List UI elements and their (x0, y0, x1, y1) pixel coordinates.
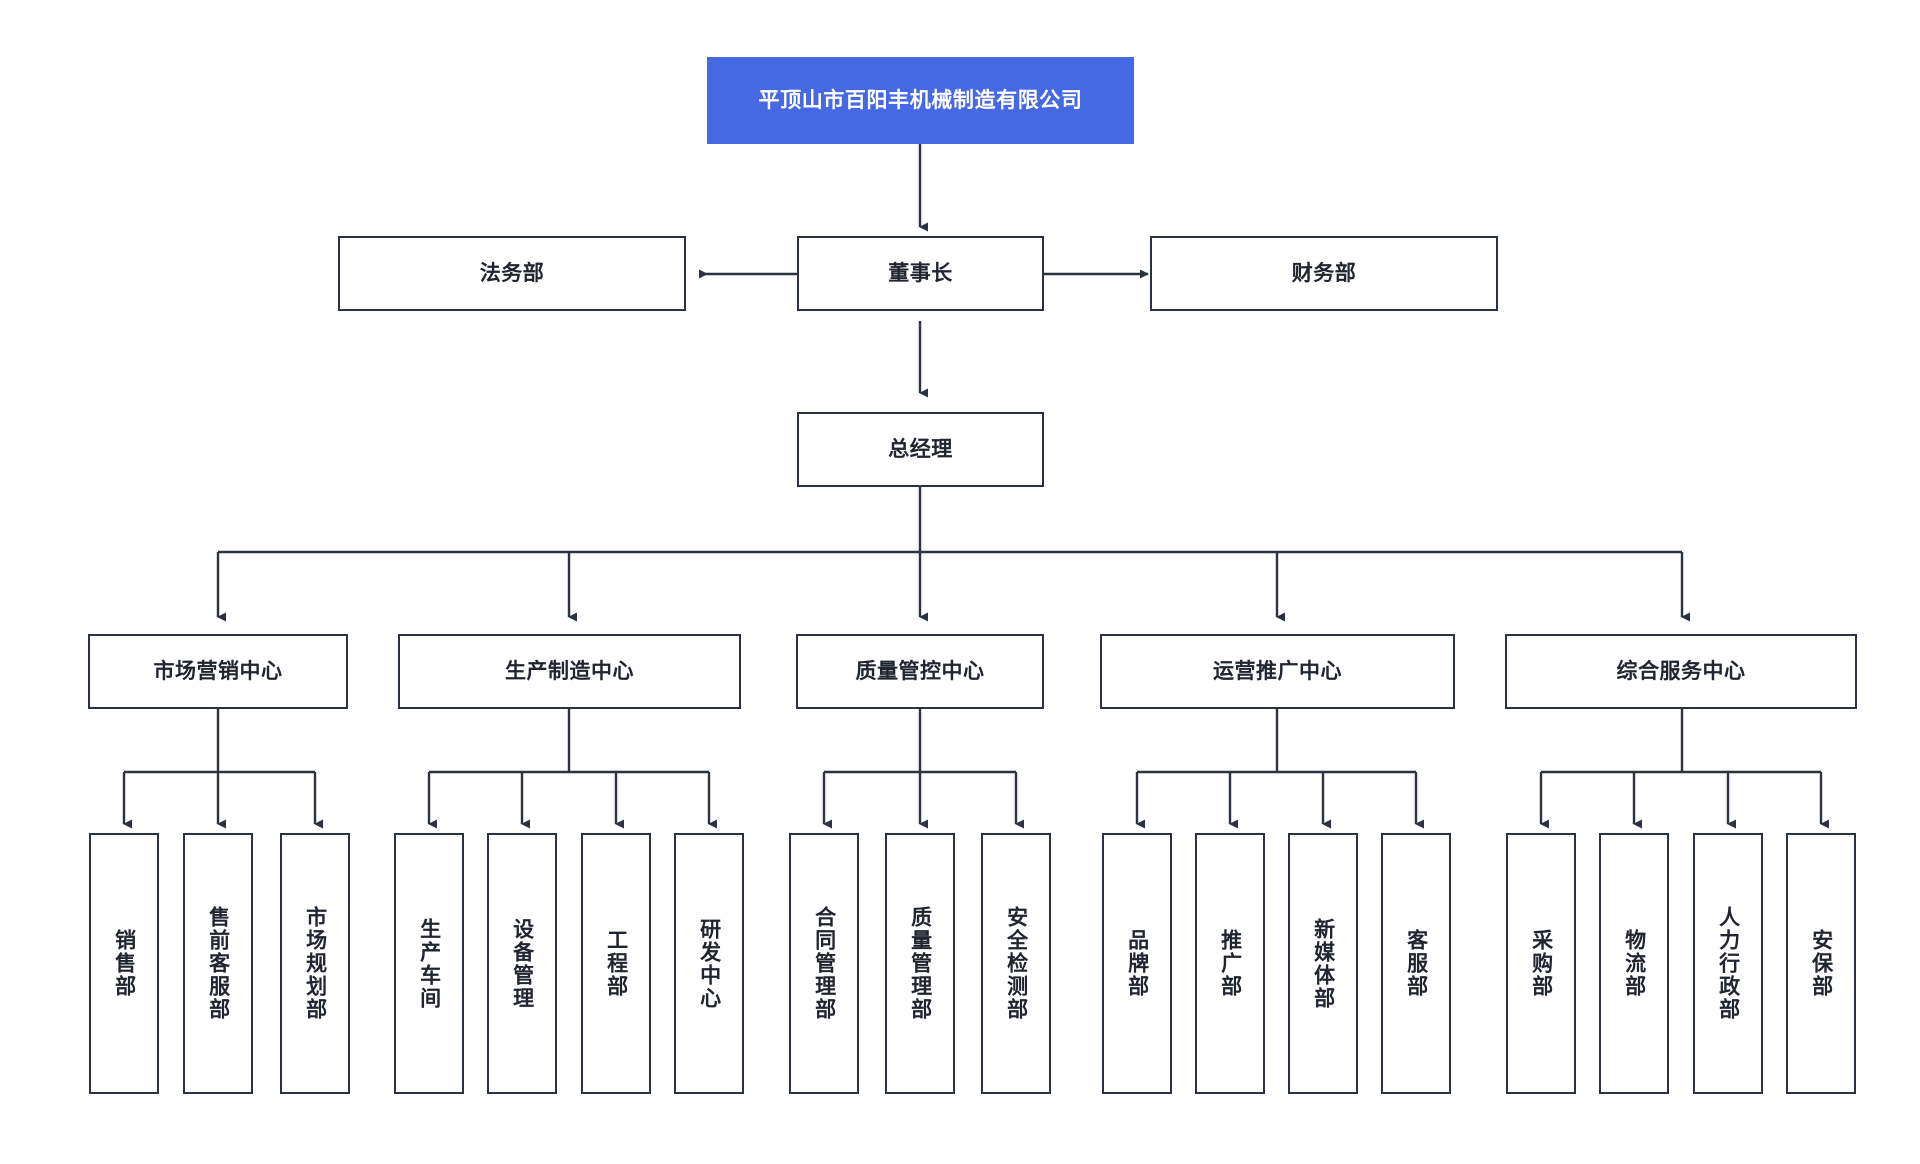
node-label-department-security: 安保部 (1809, 929, 1834, 998)
node-label-department-customer-service: 客服部 (1404, 929, 1429, 998)
node-department-contract-management[interactable]: 合同管理部 (789, 833, 859, 1094)
node-department-market-planning[interactable]: 市场规划部 (280, 833, 350, 1094)
node-department-new-media[interactable]: 新媒体部 (1288, 833, 1358, 1094)
node-label-center-general-services: 综合服务中心 (1616, 659, 1746, 684)
node-label-center-quality: 质量管控中心 (855, 659, 985, 684)
node-center-marketing[interactable]: 市场营销中心 (88, 634, 348, 709)
node-center-manufacturing[interactable]: 生产制造中心 (398, 634, 741, 709)
node-label-department-procurement: 采购部 (1529, 929, 1554, 998)
node-center-operations[interactable]: 运营推广中心 (1100, 634, 1455, 709)
node-department-safety-inspection[interactable]: 安全检测部 (981, 833, 1051, 1094)
node-legal-department[interactable]: 法务部 (338, 236, 686, 311)
node-label-center-manufacturing: 生产制造中心 (505, 659, 634, 684)
node-department-brand[interactable]: 品牌部 (1102, 833, 1172, 1094)
node-label-department-brand: 品牌部 (1125, 929, 1150, 998)
node-label-center-operations: 运营推广中心 (1213, 659, 1342, 684)
node-label-department-promotion: 推广部 (1218, 929, 1243, 998)
node-department-logistics[interactable]: 物流部 (1599, 833, 1669, 1094)
node-department-rnd-center[interactable]: 研发中心 (674, 833, 744, 1094)
node-label-department-logistics: 物流部 (1622, 929, 1647, 998)
node-label-department-new-media: 新媒体部 (1311, 917, 1336, 1010)
node-department-promotion[interactable]: 推广部 (1195, 833, 1265, 1094)
node-label-chairman: 董事长 (888, 261, 953, 286)
node-general-manager[interactable]: 总经理 (797, 412, 1044, 487)
node-label-department-safety-inspection: 安全检测部 (1004, 906, 1029, 1021)
node-center-quality[interactable]: 质量管控中心 (796, 634, 1044, 709)
node-label-center-marketing: 市场营销中心 (153, 659, 283, 684)
node-label-department-sales: 销售部 (112, 929, 137, 998)
node-department-hr-administration[interactable]: 人力行政部 (1693, 833, 1763, 1094)
node-label-department-production-workshop: 生产车间 (417, 917, 442, 1010)
node-label-department-engineering: 工程部 (604, 929, 629, 998)
node-label-department-hr-administration: 人力行政部 (1716, 906, 1741, 1021)
node-label-department-rnd-center: 研发中心 (697, 917, 722, 1010)
node-center-general-services[interactable]: 综合服务中心 (1505, 634, 1857, 709)
node-label-finance-department: 财务部 (1291, 261, 1357, 286)
node-company-root[interactable]: 平顶山市百阳丰机械制造有限公司 (707, 57, 1134, 144)
node-department-sales[interactable]: 销售部 (89, 833, 159, 1094)
node-department-engineering[interactable]: 工程部 (581, 833, 651, 1094)
node-finance-department[interactable]: 财务部 (1150, 236, 1498, 311)
node-label-department-quality-management: 质量管理部 (908, 906, 933, 1021)
node-label-department-equipment-management: 设备管理 (510, 917, 535, 1010)
node-label-general-manager: 总经理 (888, 437, 953, 462)
node-label-department-contract-management: 合同管理部 (812, 906, 837, 1021)
node-department-production-workshop[interactable]: 生产车间 (394, 833, 464, 1094)
node-label-department-market-planning: 市场规划部 (303, 906, 328, 1021)
node-department-equipment-management[interactable]: 设备管理 (487, 833, 557, 1094)
node-chairman[interactable]: 董事长 (797, 236, 1044, 311)
node-department-quality-management[interactable]: 质量管理部 (885, 833, 955, 1094)
node-department-presales-service[interactable]: 售前客服部 (183, 833, 253, 1094)
node-department-security[interactable]: 安保部 (1786, 833, 1856, 1094)
node-label-company-root: 平顶山市百阳丰机械制造有限公司 (758, 88, 1083, 113)
node-label-legal-department: 法务部 (479, 261, 545, 286)
node-department-customer-service[interactable]: 客服部 (1381, 833, 1451, 1094)
node-department-procurement[interactable]: 采购部 (1506, 833, 1576, 1094)
node-label-department-presales-service: 售前客服部 (206, 906, 231, 1021)
